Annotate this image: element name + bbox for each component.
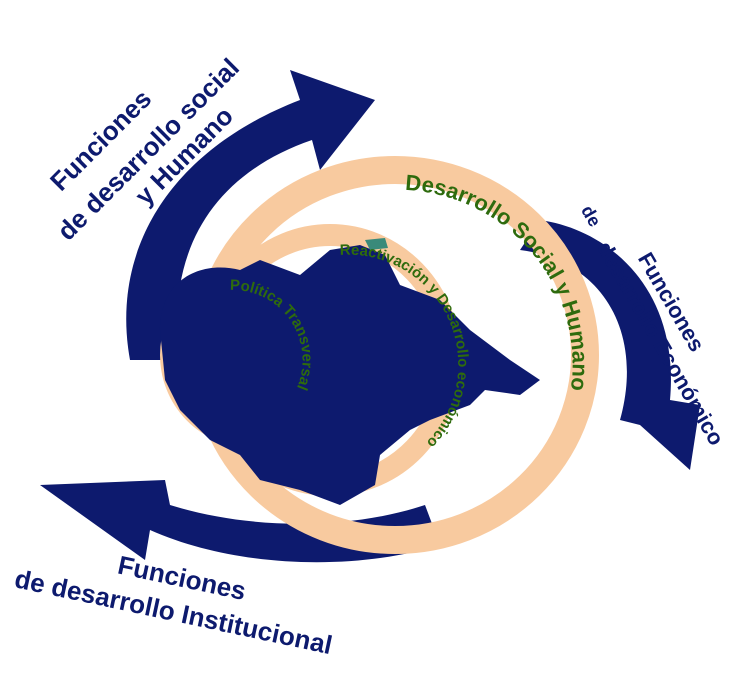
map-group	[160, 238, 540, 505]
map-silhouette	[160, 245, 540, 505]
arrow-economico	[520, 220, 700, 470]
economico-line2: de	[577, 202, 605, 230]
map-accent	[365, 238, 388, 250]
arrow-social-humano	[126, 70, 375, 360]
